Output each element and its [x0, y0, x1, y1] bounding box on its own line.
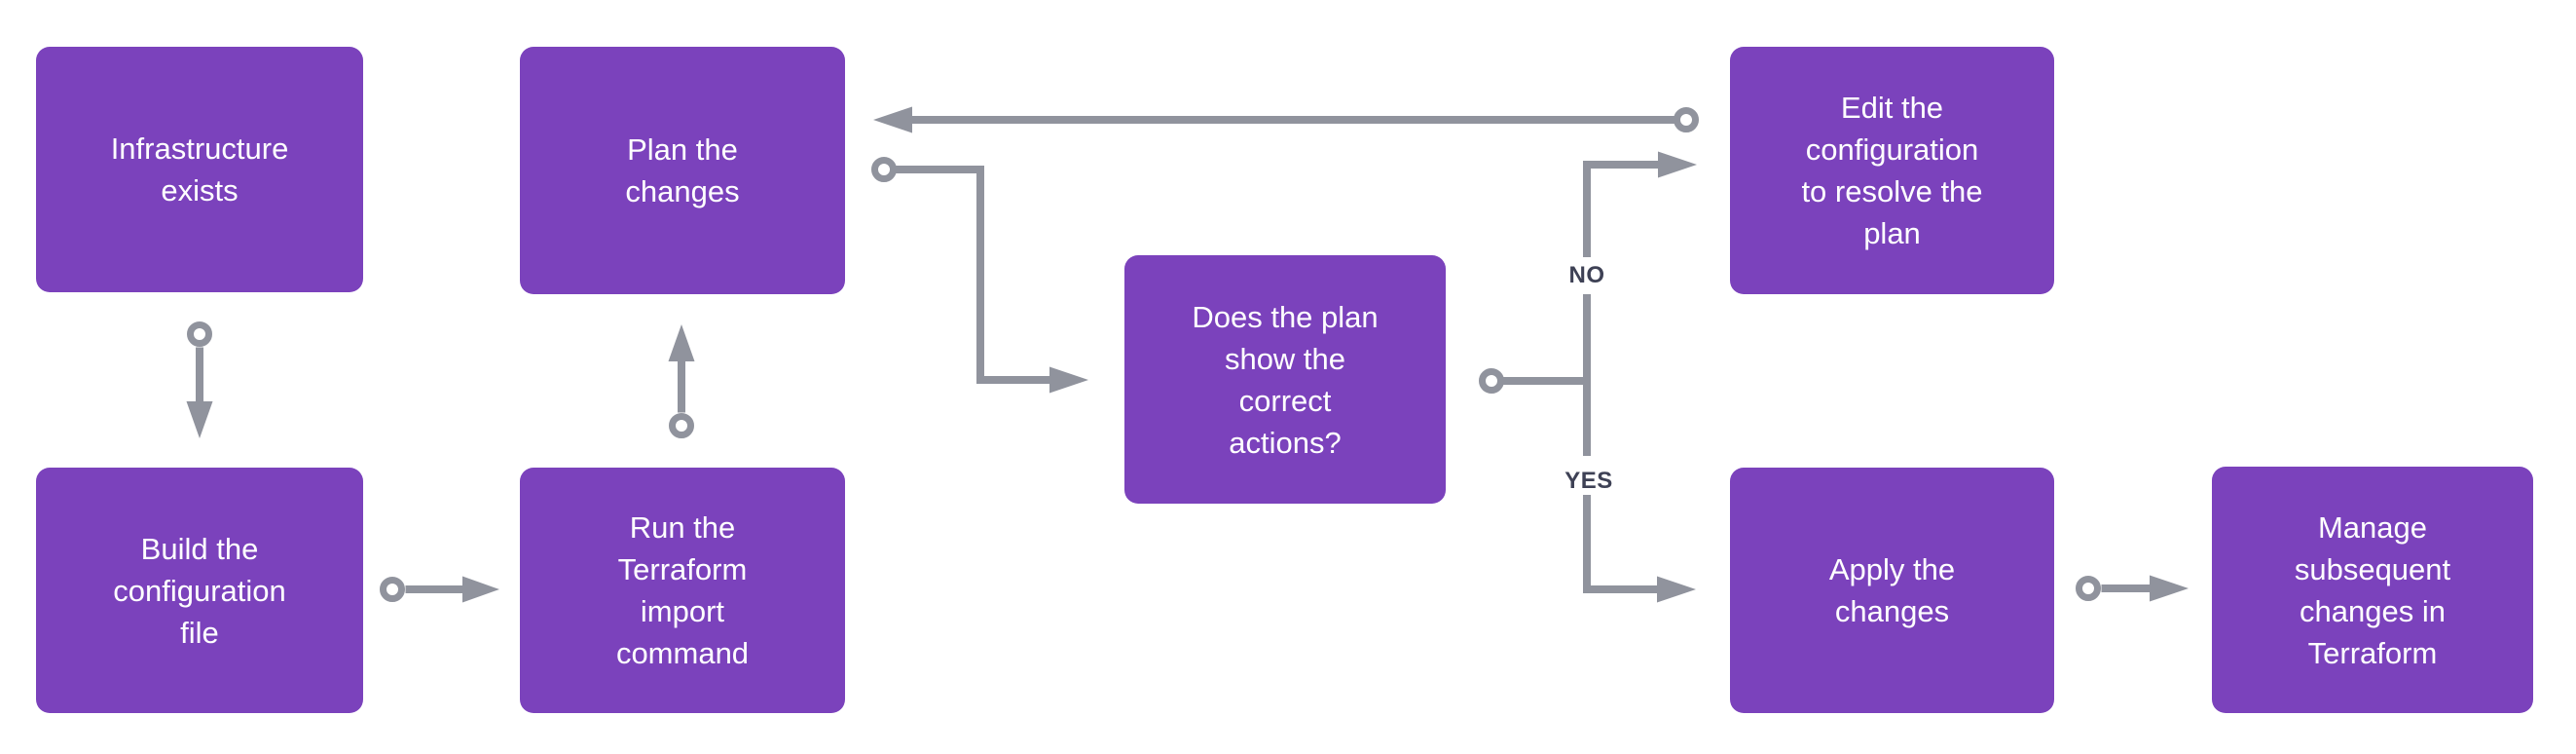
arrowhead-up-icon: [668, 324, 695, 361]
connector-apply-to-manage: [2076, 575, 2189, 602]
node-build-configuration-file: Build the configuration file: [36, 468, 363, 713]
node-manage-subsequent-changes: Manage subsequent changes in Terraform: [2212, 467, 2533, 713]
node-plan-the-changes: Plan the changes: [520, 47, 845, 294]
node-apply-the-changes: Apply the changes: [1730, 468, 2054, 713]
connector-does-to-branches: [1479, 151, 1697, 603]
arrowhead-down-icon: [186, 401, 213, 438]
branch-label-yes: YES: [1564, 468, 1613, 494]
node-infrastructure-exists: Infrastructure exists: [36, 47, 363, 292]
connector-edit-to-plan: [873, 106, 1699, 133]
arrowhead-right-icon: [1657, 576, 1696, 603]
connector-origin-dot-icon: [380, 577, 405, 602]
connector-origin-dot-icon: [2076, 576, 2101, 601]
arrowhead-right-icon: [2150, 575, 2189, 602]
connector-run-to-plan: [668, 324, 695, 438]
connector-origin-dot-icon: [1479, 368, 1504, 394]
connector-origin-dot-icon: [871, 157, 897, 182]
node-run-terraform-import-command: Run the Terraform import command: [520, 468, 845, 713]
arrowhead-right-icon: [462, 576, 499, 603]
branch-line: [1583, 161, 1658, 593]
connector-origin-dot-icon: [187, 321, 212, 347]
connector-infrastructure-to-build: [186, 321, 213, 438]
connector-line: [893, 166, 1049, 384]
connector-origin-dot-icon: [669, 413, 694, 438]
branch-label-no: NO: [1568, 262, 1605, 288]
connector-build-to-run: [380, 576, 499, 603]
connector-plan-to-does: [871, 157, 1088, 394]
connector-origin-dot-icon: [1674, 107, 1699, 132]
arrowhead-left-icon: [873, 106, 912, 133]
node-does-plan-show-correct-actions: Does the plan show the correct actions?: [1124, 255, 1446, 504]
arrowhead-right-icon: [1658, 151, 1697, 178]
arrowhead-right-icon: [1049, 366, 1088, 394]
node-edit-configuration-to-resolve-plan: Edit the configuration to resolve the pl…: [1730, 47, 2054, 294]
